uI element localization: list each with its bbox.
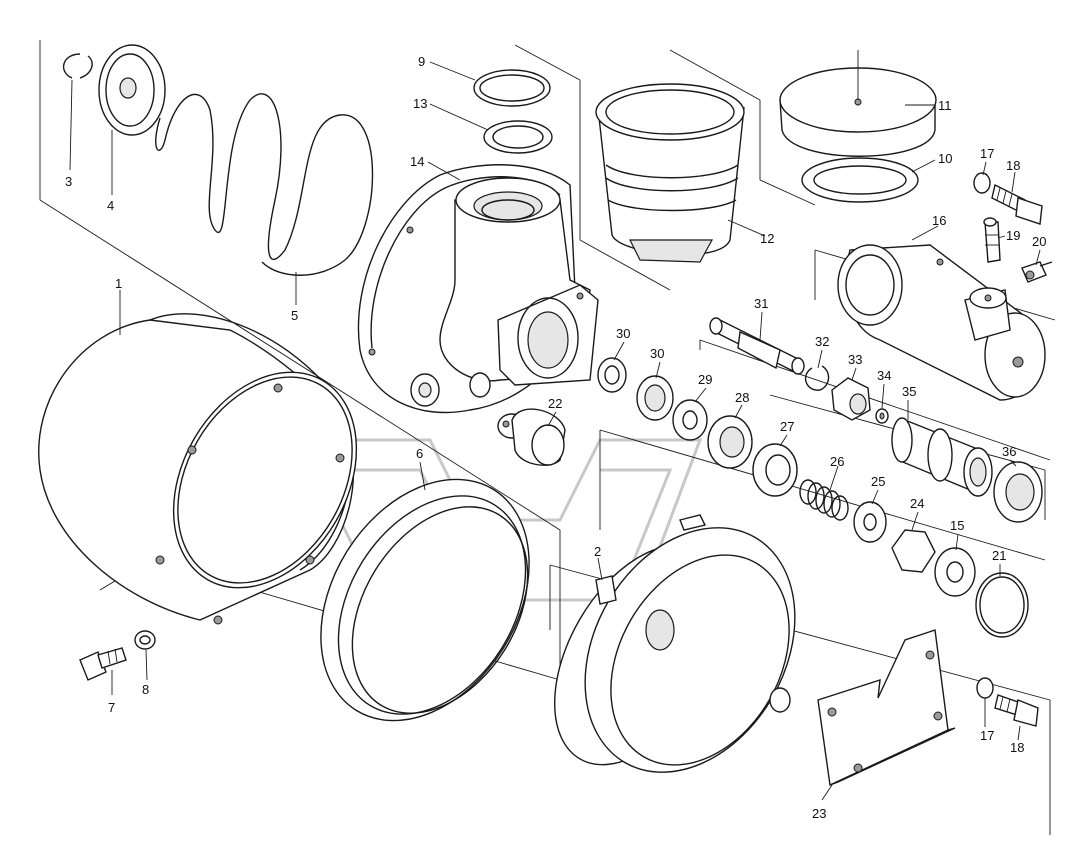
label-20: 20: [1032, 234, 1046, 249]
part-20-sensor: [1021, 261, 1053, 283]
part-6-piston-ring: [320, 478, 530, 722]
part-29-washer: [672, 399, 708, 441]
label-10: 10: [938, 151, 952, 166]
part-30-seal-a: [597, 357, 627, 393]
label-15: 15: [950, 518, 964, 533]
part-34-ball: [875, 408, 889, 424]
label-28: 28: [735, 390, 749, 405]
part-15-washer: [934, 547, 976, 597]
part-22-fitting: [497, 408, 566, 466]
part-17-washer-top: [973, 172, 991, 194]
assembly-axis-lines: [39, 40, 1056, 835]
label-25: 25: [871, 474, 885, 489]
label-19: 19: [1006, 228, 1020, 243]
part-23-bracket: [817, 629, 956, 787]
part-35-spool: [891, 417, 993, 497]
part-18-bolt-bottom: [994, 694, 1039, 727]
label-9: 9: [418, 54, 425, 69]
label-2: 2: [594, 544, 601, 559]
part-12-filter-canister: [595, 83, 745, 263]
label-17-bottom: 17: [980, 728, 994, 743]
label-12: 12: [760, 231, 774, 246]
label-32: 32: [815, 334, 829, 349]
part-33-nut: [831, 377, 871, 421]
part-1-cylinder: [38, 313, 358, 625]
part-4-spring-seat: [98, 44, 166, 136]
label-6: 6: [416, 446, 423, 461]
part-31-shaft: [709, 317, 805, 375]
label-18-top: 18: [1006, 158, 1020, 173]
part-9-o-ring: [473, 69, 551, 107]
part-36-seal: [993, 461, 1043, 523]
part-5-spring: [155, 93, 374, 276]
part-10-gasket: [801, 157, 919, 203]
label-26: 26: [830, 454, 844, 469]
label-21: 21: [992, 548, 1006, 563]
part-2-cover: [554, 514, 796, 773]
label-5: 5: [291, 308, 298, 323]
label-30-a: 30: [616, 326, 630, 341]
label-22: 22: [548, 396, 562, 411]
label-17-top: 17: [980, 146, 994, 161]
label-30-b: 30: [650, 346, 664, 361]
label-8: 8: [142, 682, 149, 697]
part-3-retaining-ring: [62, 53, 93, 79]
part-8-washer: [134, 630, 156, 650]
label-3: 3: [65, 174, 72, 189]
part-13-seal: [483, 120, 553, 154]
part-32-circlip: [804, 365, 830, 391]
label-23: 23: [812, 806, 826, 821]
leader-lines: [69, 61, 1041, 801]
part-30-seal-b: [636, 375, 674, 421]
part-26-spring: [799, 479, 849, 521]
part-number-labels: 1 2 3 4 5 6 7 8 9 10 11 12 13 14 15 16 1…: [65, 54, 1046, 821]
part-14-housing: [357, 164, 599, 414]
part-18-bolt-top: [991, 183, 1043, 225]
label-1: 1: [115, 276, 122, 291]
label-36: 36: [1002, 444, 1016, 459]
part-21-ring: [975, 572, 1029, 638]
part-27-sleeve: [752, 443, 798, 497]
part-19-fitting: [983, 217, 1001, 263]
label-14: 14: [410, 154, 424, 169]
label-24: 24: [910, 496, 924, 511]
label-29: 29: [698, 372, 712, 387]
part-28-bushing: [707, 415, 753, 469]
label-7: 7: [108, 700, 115, 715]
part-7-bolt: [79, 647, 127, 681]
label-27: 27: [780, 419, 794, 434]
label-33: 33: [848, 352, 862, 367]
part-24-clip: [891, 529, 936, 573]
label-34: 34: [877, 368, 891, 383]
label-35: 35: [902, 384, 916, 399]
part-25-washer: [853, 501, 887, 543]
label-13: 13: [413, 96, 427, 111]
label-11: 11: [938, 98, 952, 113]
label-16: 16: [932, 213, 946, 228]
part-17-washer-bottom: [976, 677, 994, 699]
label-31: 31: [754, 296, 768, 311]
label-18-bottom: 18: [1010, 740, 1024, 755]
part-16-valve-body: [837, 244, 1046, 401]
label-4: 4: [107, 198, 114, 213]
part-11-cap: [779, 50, 937, 157]
